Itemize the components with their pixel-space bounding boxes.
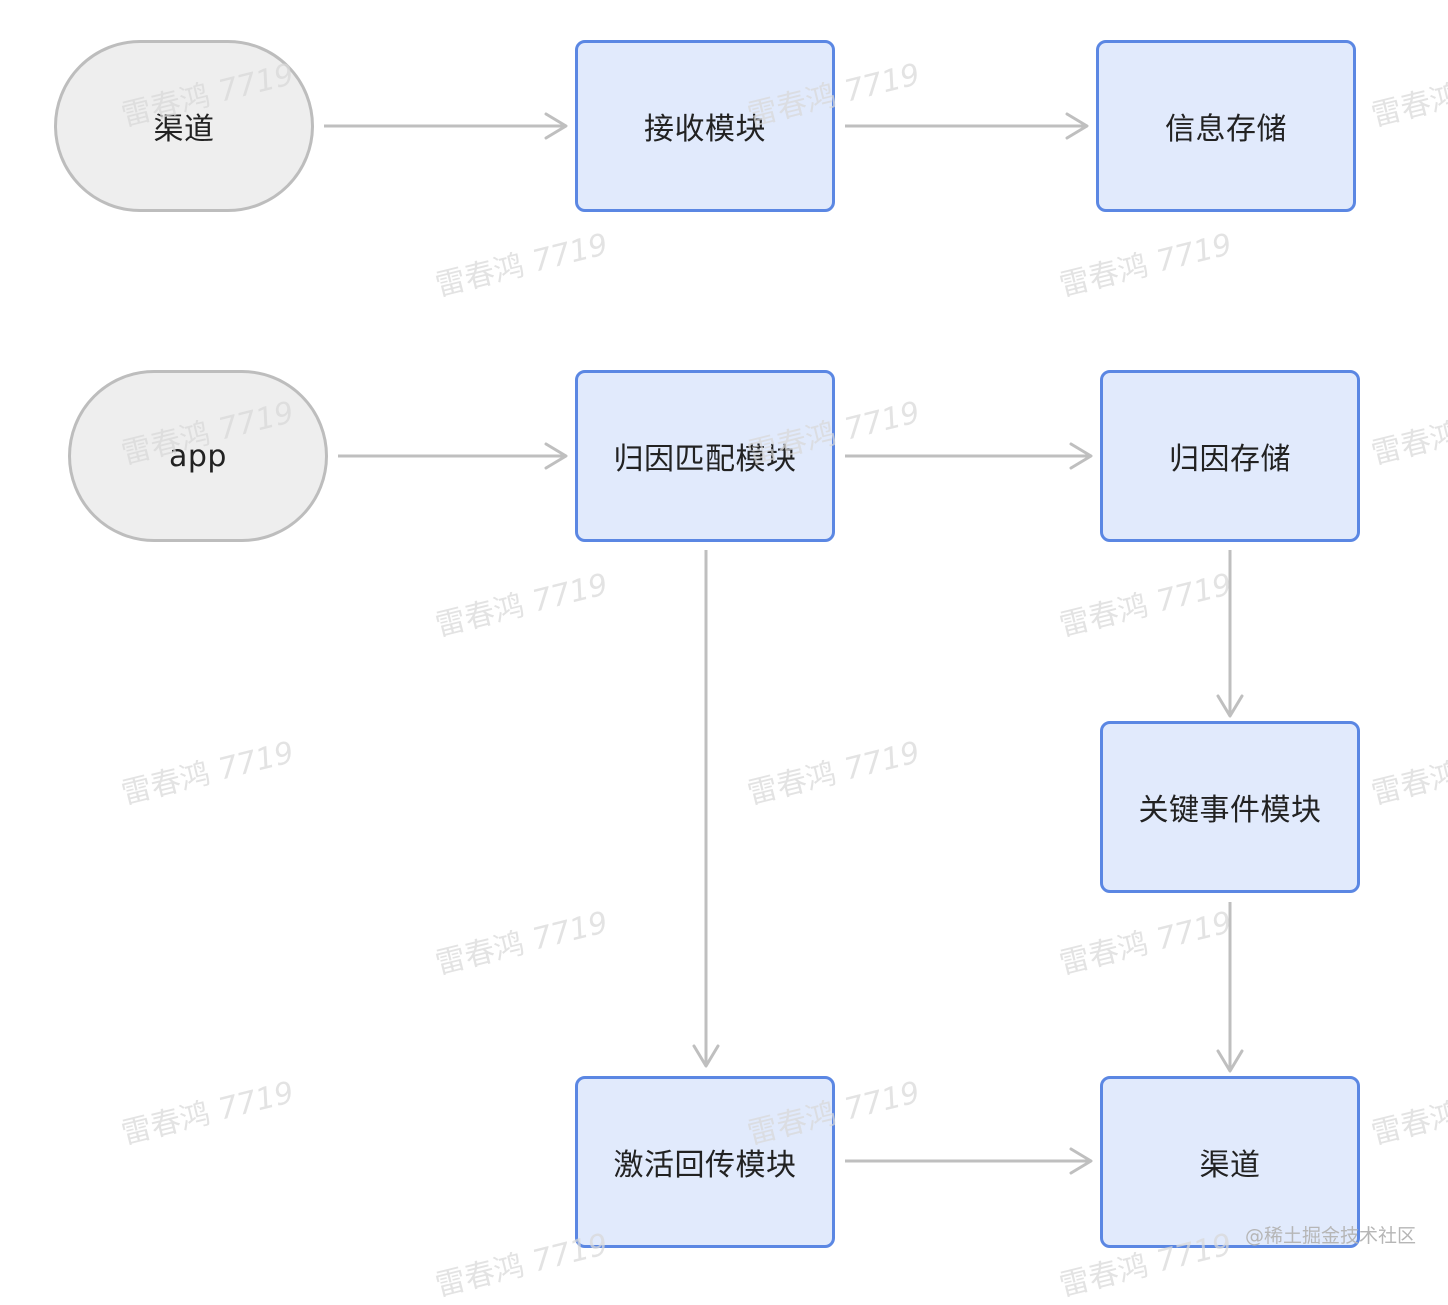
key-event-module-node[interactable]: 关键事件模块	[1100, 721, 1360, 893]
attribution-match-module-node[interactable]: 归因匹配模块	[575, 370, 835, 542]
channel-target-label: 渠道	[1199, 1148, 1261, 1183]
app-label: app	[169, 438, 227, 474]
channel-target-node[interactable]: 渠道	[1100, 1076, 1360, 1248]
app-node[interactable]: app	[68, 370, 328, 542]
juejin-attribution: @稀土掘金技术社区	[1244, 1225, 1416, 1247]
info-storage-label: 信息存储	[1165, 112, 1287, 147]
key-event-module-label: 关键事件模块	[1138, 793, 1322, 828]
receive-module-node[interactable]: 接收模块	[575, 40, 835, 212]
activation-postback-module-label: 激活回传模块	[613, 1148, 797, 1183]
activation-postback-module-node[interactable]: 激活回传模块	[575, 1076, 835, 1248]
attribution-storage-label: 归因存储	[1169, 442, 1291, 477]
channel-source-label: 渠道	[153, 112, 215, 147]
channel-source-node[interactable]: 渠道	[54, 40, 314, 212]
attribution-storage-node[interactable]: 归因存储	[1100, 370, 1360, 542]
receive-module-label: 接收模块	[644, 112, 766, 147]
attribution-match-module-label: 归因匹配模块	[613, 442, 797, 477]
info-storage-node[interactable]: 信息存储	[1096, 40, 1356, 212]
